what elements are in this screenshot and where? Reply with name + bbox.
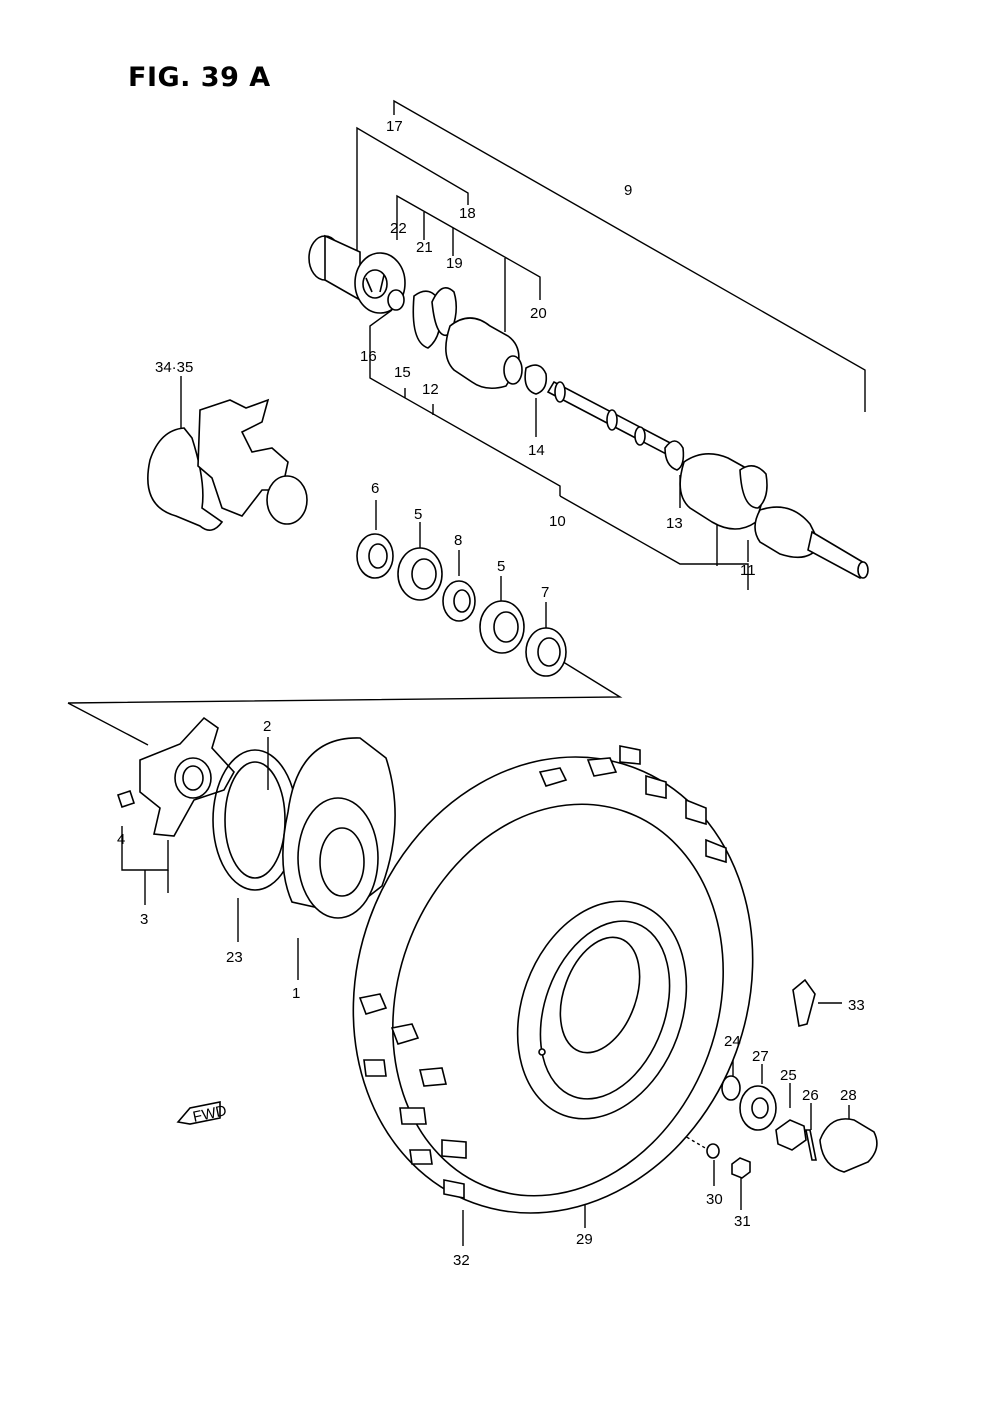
- callout-26: 26: [802, 1087, 819, 1104]
- callout-16: 16: [360, 348, 377, 365]
- callout-24: 24: [724, 1033, 741, 1050]
- callout-1: 1: [292, 985, 300, 1002]
- callout-14: 14: [528, 442, 545, 459]
- fwd-arrow-icon: FWD: [176, 1101, 228, 1126]
- callout-13: 13: [666, 515, 683, 532]
- callout-29: 29: [576, 1231, 593, 1248]
- callout-23: 23: [226, 949, 243, 966]
- callout-12: 12: [422, 381, 439, 398]
- callout-4: 4: [117, 831, 125, 848]
- callout-5b: 5: [497, 558, 505, 575]
- callout-labels: 17 9 18 22 21 19 20 16 15 12 14 34·35 6 …: [117, 118, 865, 1269]
- callout-27: 27: [752, 1048, 769, 1065]
- callout-19: 19: [446, 255, 463, 272]
- callout-34-35: 34·35: [155, 359, 193, 376]
- callout-20: 20: [530, 305, 547, 322]
- callout-5a: 5: [414, 506, 422, 523]
- figure-title: FIG. 39 A: [128, 62, 271, 93]
- callout-15: 15: [394, 364, 411, 381]
- callout-28: 28: [840, 1087, 857, 1104]
- callout-8: 8: [454, 532, 462, 549]
- callout-21: 21: [416, 239, 433, 256]
- leader-lines: [67, 99, 866, 1246]
- callout-32: 32: [453, 1252, 470, 1269]
- callout-18: 18: [459, 205, 476, 222]
- callout-33: 33: [848, 997, 865, 1014]
- callout-6: 6: [371, 480, 379, 497]
- callout-3: 3: [140, 911, 148, 928]
- drive-shaft-assembly: [308, 234, 869, 580]
- small-hardware: [706, 978, 878, 1179]
- callout-25: 25: [780, 1067, 797, 1084]
- callout-9: 9: [624, 182, 632, 199]
- callout-22: 22: [390, 220, 407, 237]
- callout-7: 7: [541, 584, 549, 601]
- bearing-set: [356, 533, 567, 677]
- wheel-tire: [352, 745, 754, 1214]
- callout-2: 2: [263, 718, 271, 735]
- hub-parts: [116, 716, 396, 919]
- callout-17: 17: [386, 118, 403, 135]
- callout-11: 11: [740, 562, 756, 579]
- axle-guard: [147, 398, 308, 531]
- callout-30: 30: [706, 1191, 723, 1208]
- callout-31: 31: [734, 1213, 751, 1230]
- fwd-label: FWD: [191, 1102, 228, 1126]
- callout-10: 10: [549, 513, 566, 530]
